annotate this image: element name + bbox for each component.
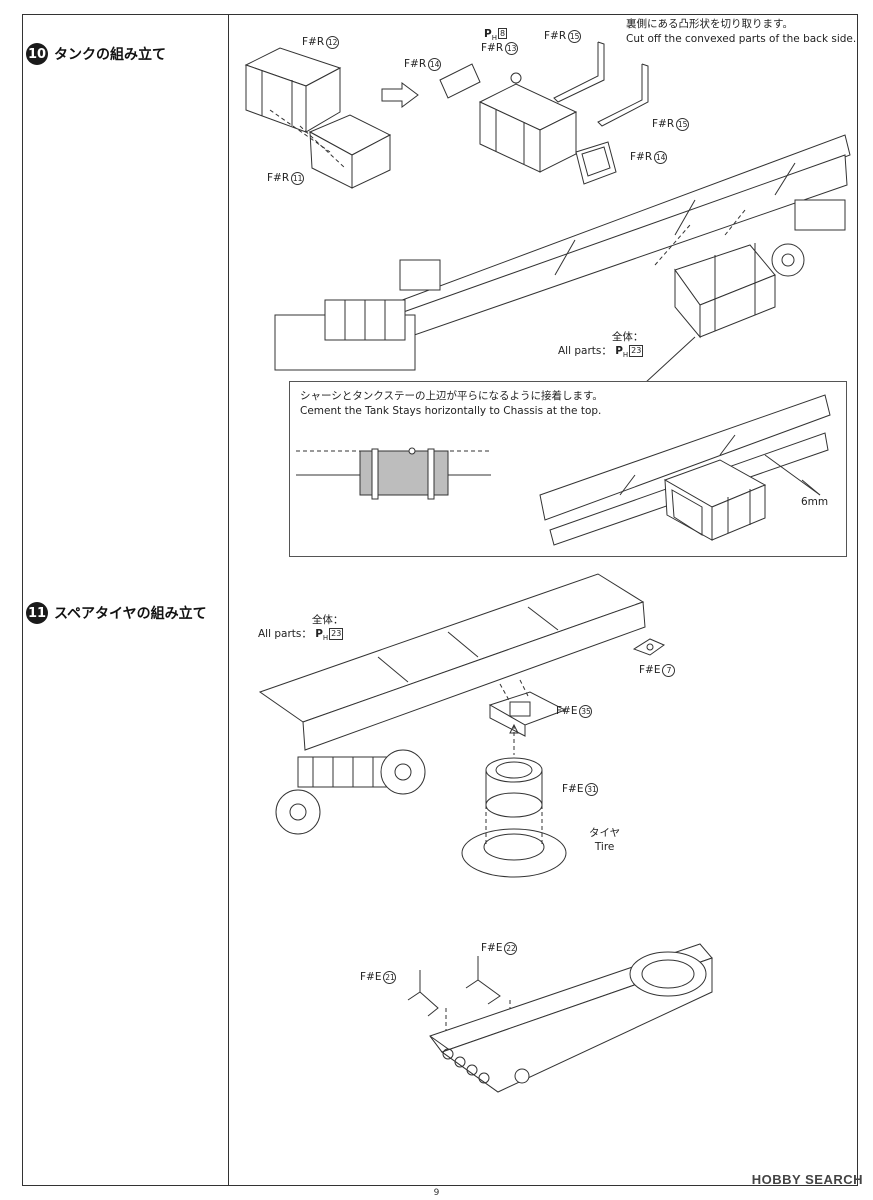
label-tire: タイヤ Tire	[589, 827, 621, 853]
chassis-frame-step10-drawing	[274, 134, 851, 371]
page-frame	[22, 14, 858, 1186]
cut-note: 裏側にある凸形状を切り取ります。 Cut off the convexed pa…	[626, 18, 857, 45]
chassis-frame-step11-drawing	[258, 573, 646, 835]
step-10-number: 10	[26, 43, 48, 65]
step-11-header: 11 スペアタイヤの組み立て	[26, 602, 207, 624]
wheel-hub-and-tire-drawing	[461, 723, 567, 878]
cement-note-text: シャーシとタンクステーの上辺が平らになるように接着します。 Cement the…	[300, 390, 603, 418]
tank-cap-plate-drawing	[439, 63, 481, 99]
callout-line-step10	[644, 336, 696, 384]
step-11-number: 11	[26, 602, 48, 624]
tank-stays-drawing	[553, 41, 649, 127]
dimension-label: 6mm	[801, 496, 829, 508]
label-p-h-8: PH8	[484, 28, 508, 43]
chassis-with-tank-detail-drawing	[539, 394, 831, 546]
all-parts-step11: 全体： All parts： PH23	[258, 614, 344, 642]
page-number: 9	[433, 1188, 440, 1198]
tank-assembled-drawing	[478, 72, 617, 185]
tank-stay-level-diagram	[296, 447, 491, 500]
watermark: HOBBY SEARCH	[751, 1172, 863, 1187]
rear-frame-brackets-drawing	[407, 943, 713, 1093]
step-10-header: 10 タンクの組み立て	[26, 43, 166, 65]
step-11-title: スペアタイヤの組み立て	[54, 606, 207, 622]
tank-shell-exploded-drawing	[244, 47, 392, 189]
column-divider	[228, 14, 229, 1186]
arrow-right-icon	[381, 82, 419, 108]
spare-tire-carrier-bracket-drawing	[488, 679, 567, 737]
all-parts-step10: 全体： All parts： PH23	[558, 331, 644, 359]
hook-part-drawing	[632, 638, 666, 656]
step-10-title: タンクの組み立て	[54, 47, 166, 63]
